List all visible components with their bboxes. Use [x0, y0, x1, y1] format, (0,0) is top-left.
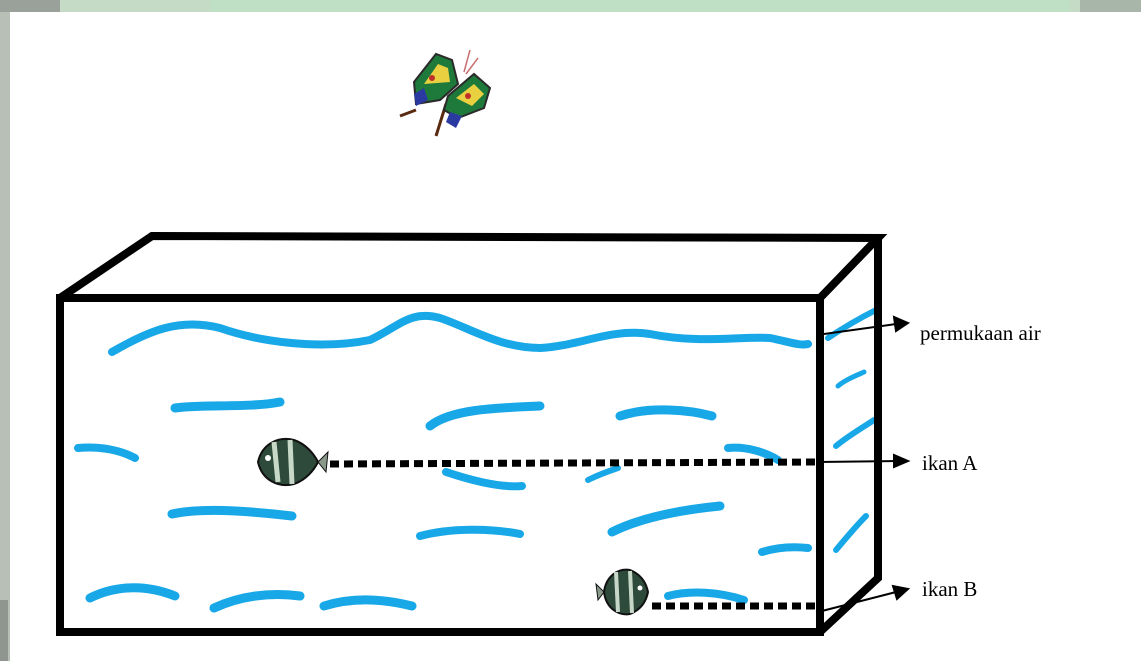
label-water-surface: permukaan air	[920, 321, 1041, 345]
label-fish-b: ikan B	[922, 577, 977, 601]
label-fish-a: ikan A	[922, 451, 978, 475]
depth-markers	[330, 462, 818, 606]
fish-icon	[258, 439, 328, 485]
label-arrows	[818, 317, 908, 612]
butterfly-icon	[400, 50, 490, 136]
fish-icon	[596, 570, 648, 615]
aquarium-tank	[60, 236, 878, 632]
